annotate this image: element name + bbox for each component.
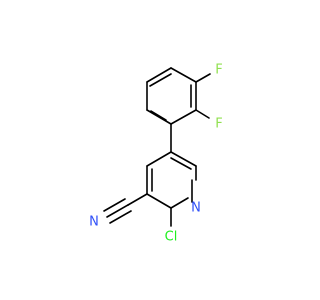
nitrile-nitrogen-label: N (89, 215, 99, 230)
pyridine-nitrogen-label: N (191, 201, 201, 216)
molecule-diagram: F F N Cl N (89, 63, 223, 245)
bond (146, 109, 172, 125)
bond (103, 198, 126, 212)
bond (127, 193, 148, 206)
bond (170, 197, 189, 209)
bond (170, 157, 192, 170)
bond (170, 67, 197, 83)
fluorine-top-label: F (215, 63, 222, 78)
structure-svg: F F N Cl N (89, 63, 223, 245)
fluorine-mid-label: F (215, 117, 222, 132)
chlorine-label: Cl (165, 230, 178, 245)
bond (170, 151, 197, 167)
bond (146, 193, 172, 209)
bond (170, 109, 197, 125)
bond (109, 210, 132, 224)
bond (146, 67, 172, 83)
bond (149, 73, 172, 87)
bond (146, 151, 172, 167)
bond (195, 109, 210, 119)
bond (150, 110, 167, 121)
bond (195, 73, 211, 83)
bond (106, 204, 129, 218)
